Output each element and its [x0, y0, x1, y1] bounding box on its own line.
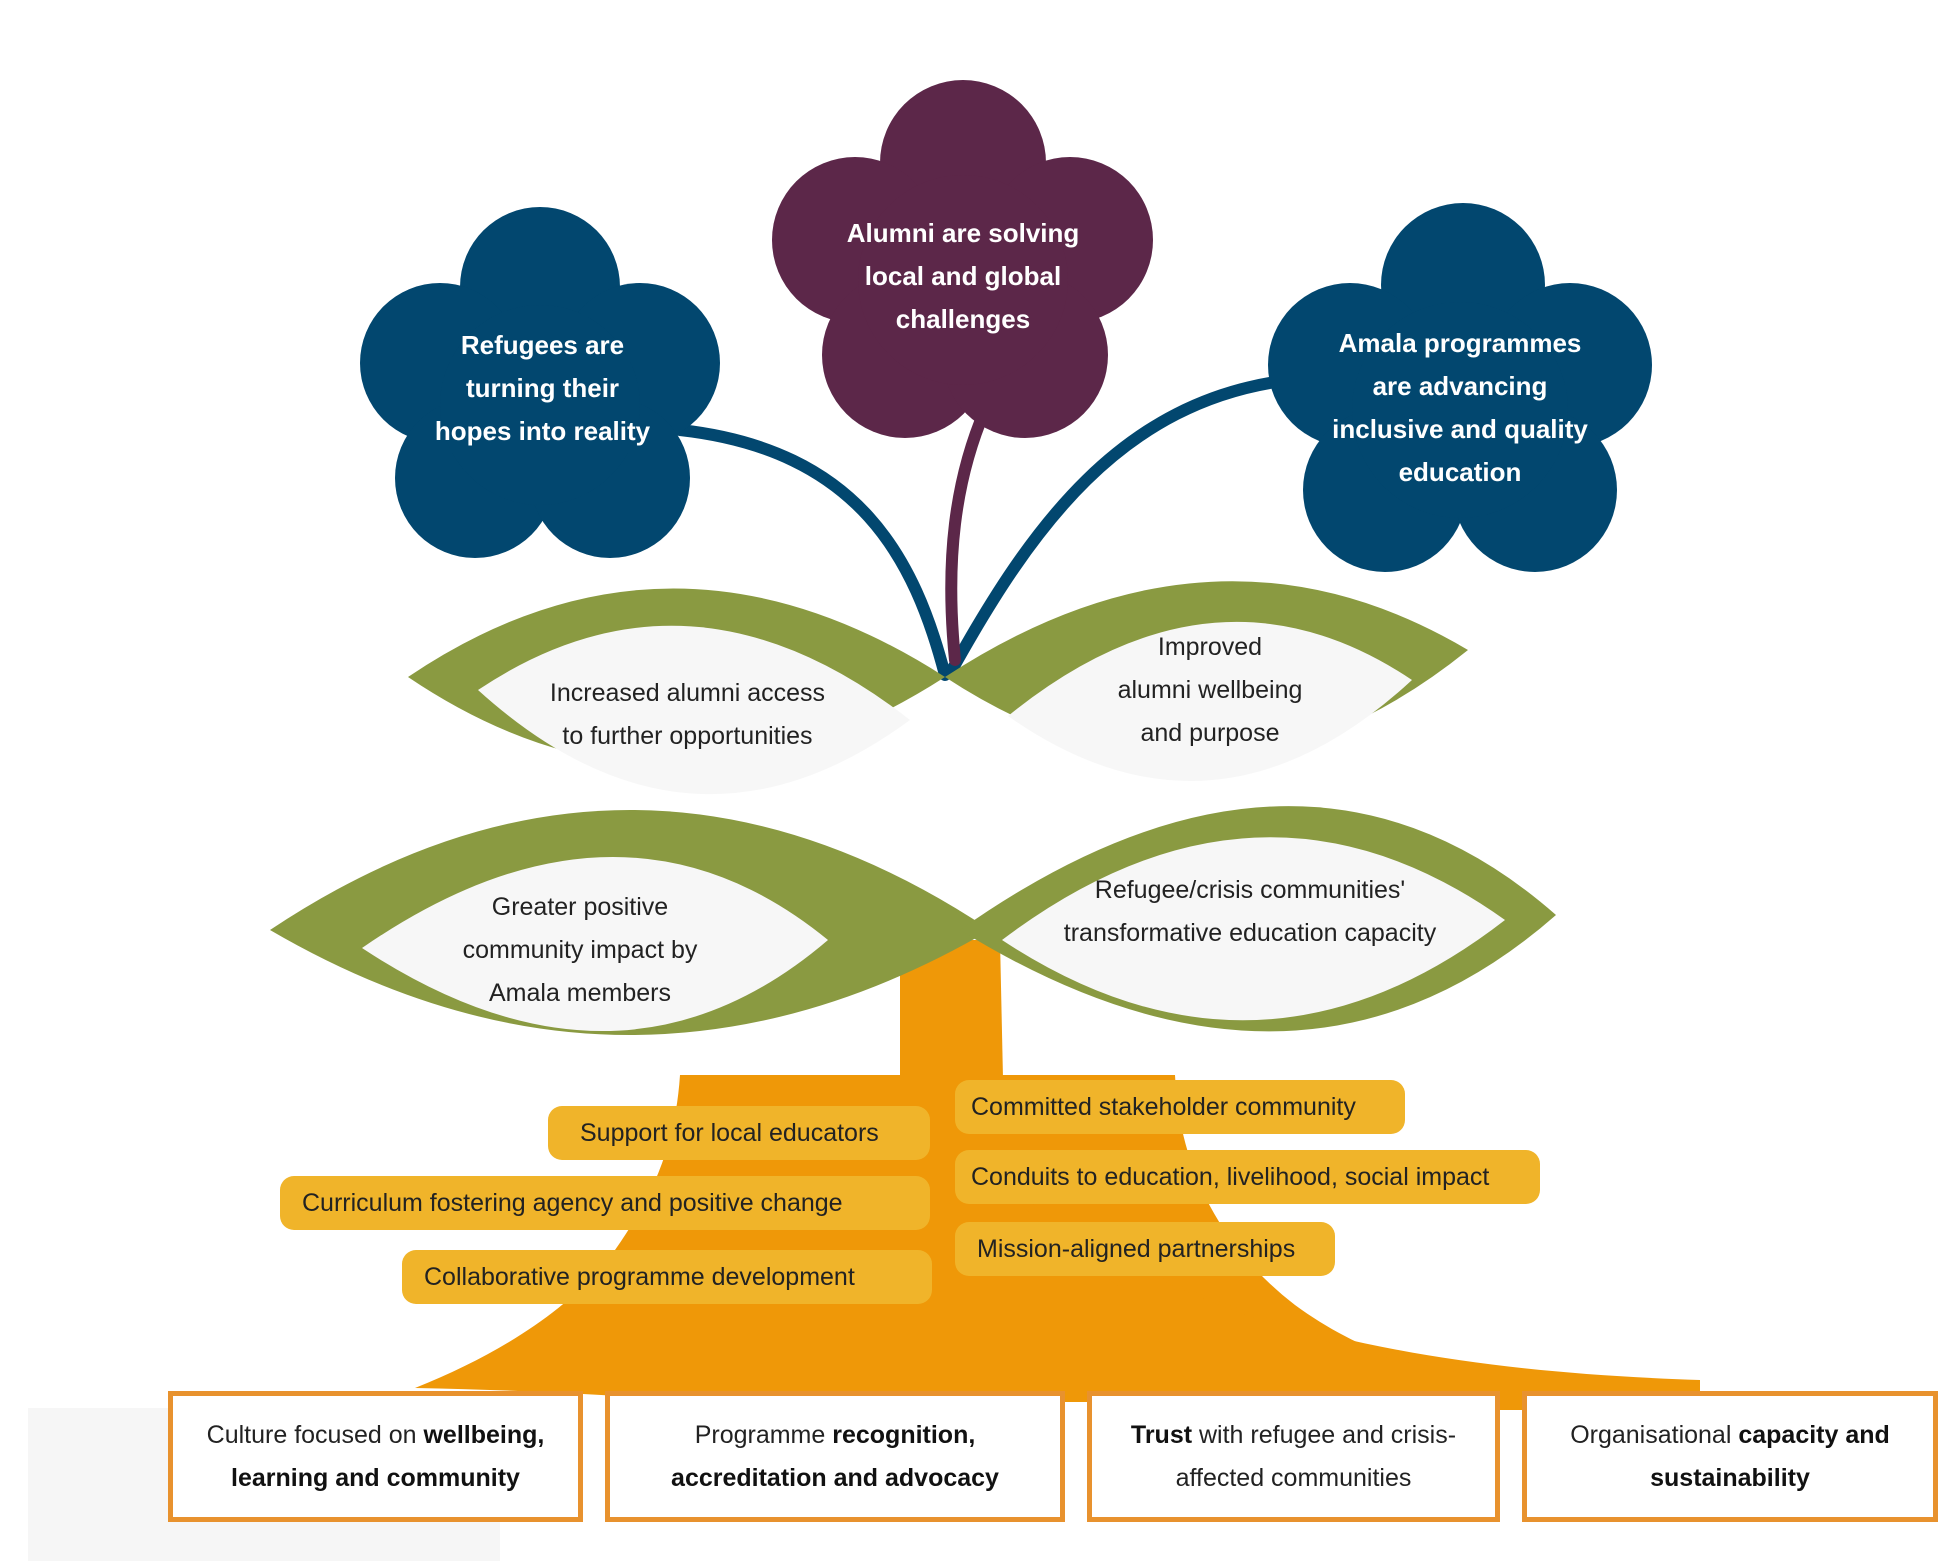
- enabler-label: Mission-aligned partnerships: [977, 1234, 1296, 1263]
- enabler-label: Collaborative programme development: [424, 1262, 855, 1291]
- enabler-pill: Conduits to education, livelihood, socia…: [955, 1150, 1540, 1204]
- enabler-pill: Curriculum fostering agency and positive…: [280, 1176, 930, 1230]
- outcome-education-capacity: Refugee/crisis communities' transformati…: [1063, 876, 1437, 947]
- foundation-post: with refugee and crisis-affected communi…: [1175, 1420, 1457, 1492]
- flower-center-text: Alumni are solving local and global chal…: [846, 217, 1080, 334]
- foundation-trust: Trust with refugee and crisis-affected c…: [1087, 1391, 1500, 1522]
- foundation-pre: Programme: [694, 1420, 833, 1449]
- enabler-label: Curriculum fostering agency and positive…: [302, 1188, 843, 1217]
- outcome-community-impact: Greater positive community impact by Ama…: [462, 892, 698, 1007]
- foundation-capacity: Organisational capacity and sustainabili…: [1522, 1391, 1938, 1522]
- enabler-label: Committed stakeholder community: [971, 1092, 1356, 1121]
- flower-left-text: Refugees are turning their hopes into re…: [434, 329, 651, 446]
- foundation-pre: Organisational: [1570, 1420, 1739, 1449]
- enabler-pill: Mission-aligned partnerships: [955, 1222, 1335, 1276]
- enabler-label: Support for local educators: [580, 1118, 879, 1147]
- enabler-pill: Support for local educators: [548, 1106, 930, 1160]
- enabler-pill: Collaborative programme development: [402, 1250, 932, 1304]
- enabler-pill: Committed stakeholder community: [955, 1080, 1405, 1134]
- flower-right: [1268, 203, 1652, 572]
- flower-stems: [674, 374, 1296, 681]
- foundation-bold: wellbeing, learning and community: [231, 1420, 545, 1492]
- outcome-alumni-wellbeing: Improved alumni wellbeing and purpose: [1117, 632, 1303, 747]
- foundation-bold: capacity and sustainability: [1650, 1420, 1890, 1492]
- foundation-pre: Culture focused on: [206, 1420, 424, 1449]
- foundation-bold: recognition, accreditation and advocacy: [671, 1420, 999, 1492]
- foundation-bold: Trust: [1130, 1420, 1193, 1449]
- foundation-recognition: Programme recognition, accreditation and…: [605, 1391, 1065, 1522]
- flower-left: [360, 207, 720, 558]
- outcome-alumni-access: Increased alumni access to further oppor…: [549, 679, 826, 750]
- flower-right-text: Amala programmes are advancing inclusive…: [1332, 328, 1588, 487]
- flower-center: [772, 80, 1153, 438]
- foundation-culture: Culture focused on wellbeing, learning a…: [168, 1391, 583, 1522]
- enabler-label: Conduits to education, livelihood, socia…: [971, 1162, 1490, 1191]
- leaves: [270, 581, 1556, 1035]
